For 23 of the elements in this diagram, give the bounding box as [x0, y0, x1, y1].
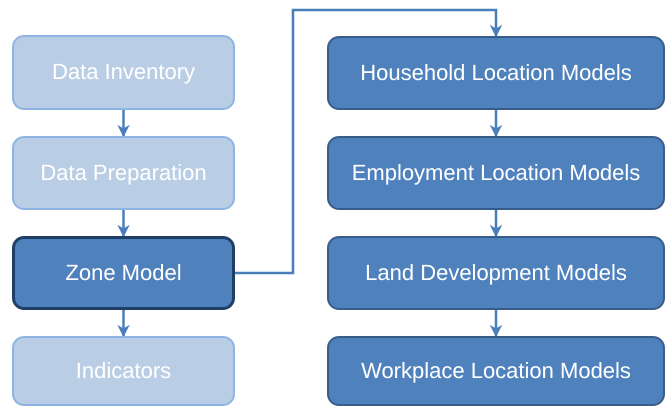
- process-box: [12, 136, 235, 210]
- arrow: [235, 8, 502, 274]
- box-label: Household Location Models: [360, 58, 632, 87]
- box-label: Land Development Models: [365, 258, 627, 287]
- box-label: Employment Location Models: [352, 158, 640, 187]
- box-label: Data Inventory: [52, 58, 196, 86]
- arrow: [117, 310, 130, 338]
- box-label: Data Preparation: [40, 158, 207, 187]
- process-box: [327, 336, 665, 406]
- arrow: [117, 210, 130, 238]
- box-label: Zone Model: [65, 258, 182, 287]
- process-box: [12, 35, 235, 110]
- arrow: [490, 110, 502, 138]
- process-box: [12, 236, 235, 310]
- arrow: [490, 210, 502, 238]
- box-label: Indicators: [76, 356, 172, 385]
- process-box: [327, 36, 665, 110]
- box-label: Workplace Location Models: [361, 356, 631, 385]
- process-box: [327, 136, 665, 210]
- process-box: [327, 236, 665, 310]
- arrow: [117, 110, 130, 138]
- process-box: [12, 336, 235, 406]
- arrow: [490, 310, 502, 338]
